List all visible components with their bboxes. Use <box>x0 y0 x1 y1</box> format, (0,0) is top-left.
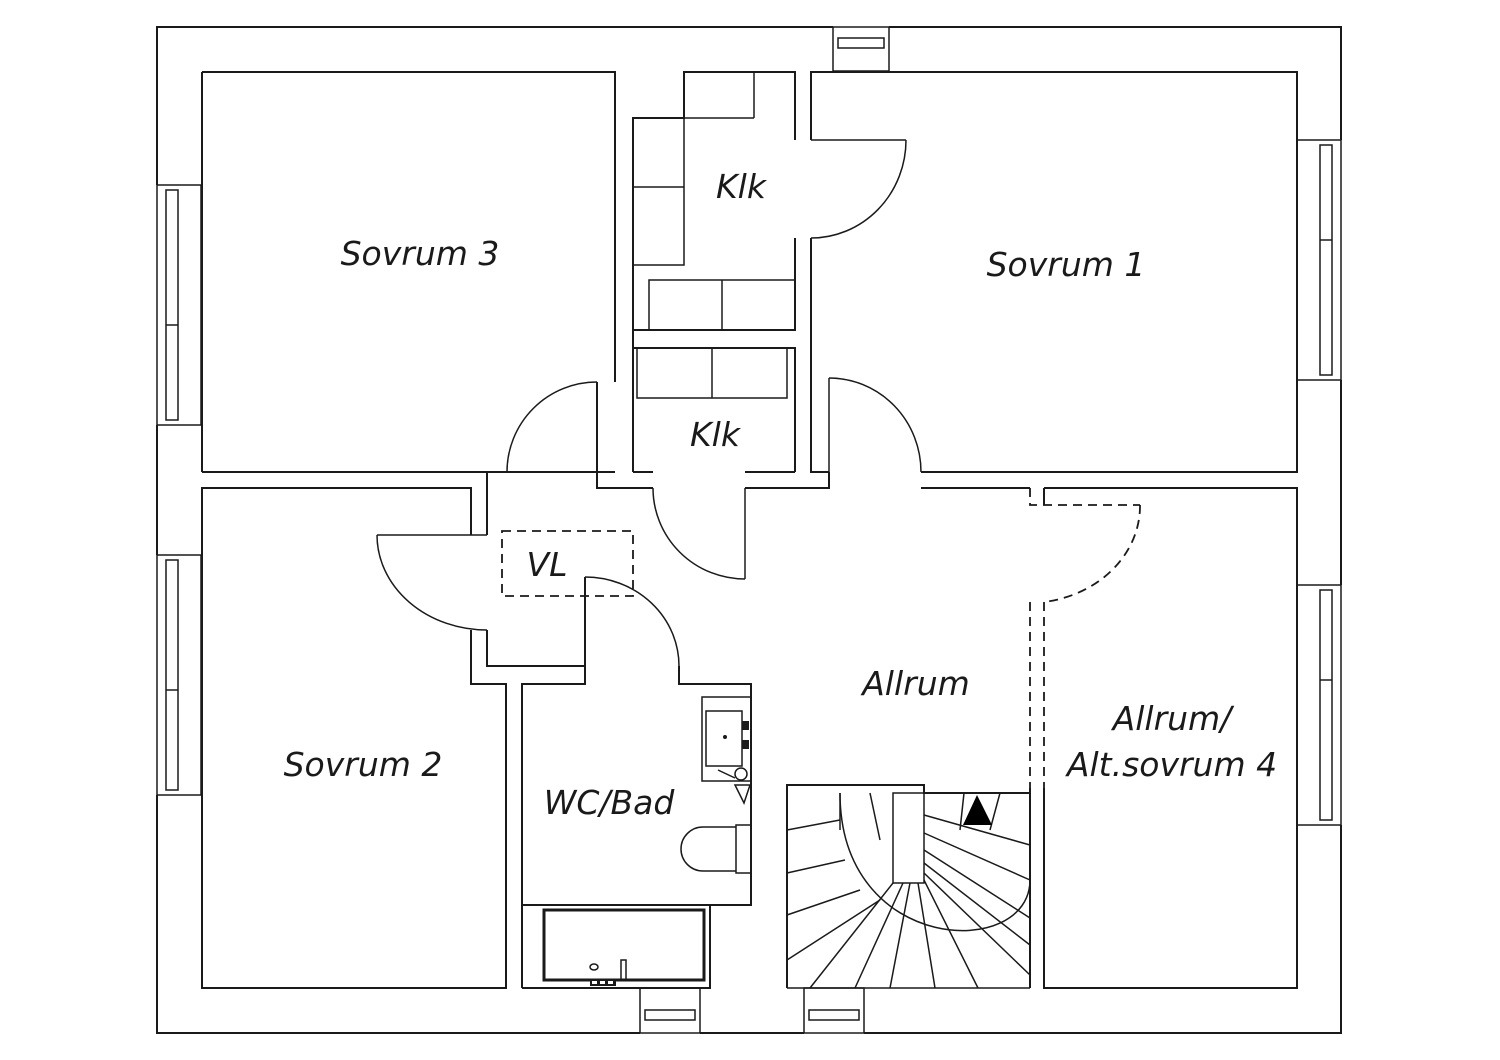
arrow-up-icon <box>963 795 992 825</box>
room-sovrum-3 <box>201 71 616 473</box>
window-bottom-bath <box>639 987 701 1038</box>
window-left-upper <box>152 184 202 426</box>
label-sovrum-1: Sovrum 1 <box>987 245 1146 284</box>
window-right-lower <box>1296 584 1347 826</box>
label-klk-lower: Klk <box>690 415 742 454</box>
room-sovrum-1 <box>810 71 1298 473</box>
staircase <box>786 784 1031 989</box>
toilet-icon <box>680 824 752 874</box>
door-wc-bad <box>584 576 680 667</box>
label-allrum-alt-line2: Alt.sovrum 4 <box>1065 745 1277 784</box>
hall-walls <box>486 471 1030 667</box>
label-sovrum-2: Sovrum 2 <box>284 745 443 784</box>
shower-head-icon <box>717 767 752 805</box>
outer-wall <box>156 26 1342 1034</box>
window-bottom-stair <box>803 987 865 1038</box>
room-sovrum-2 <box>201 487 507 989</box>
door-upper-klk <box>810 139 907 239</box>
room-allrum-alt-sovrum-4 <box>1029 487 1298 989</box>
bathtub-icon <box>542 908 706 986</box>
label-klk-upper: Klk <box>716 167 768 206</box>
sink-icon <box>701 696 752 782</box>
room-wc-bad <box>521 666 752 989</box>
door-sovrum-1 <box>828 377 922 473</box>
label-allrum-alt-line1: Allrum/ <box>1111 699 1236 738</box>
shelving-lower-klk <box>636 347 788 399</box>
window-right-upper <box>1296 139 1347 381</box>
window-left-lower <box>152 554 202 796</box>
label-allrum: Allrum <box>860 664 970 703</box>
vl-box <box>501 530 634 597</box>
door-sovrum-2 <box>376 534 488 631</box>
door-sovrum-3 <box>506 381 598 473</box>
window-top <box>832 22 890 72</box>
label-vl: VL <box>527 545 568 584</box>
closet-walls <box>632 71 796 473</box>
label-sovrum-3: Sovrum 3 <box>341 234 500 273</box>
label-wc-bad: WC/Bad <box>544 783 676 822</box>
shelving-upper-klk <box>633 72 796 331</box>
door-lower-klk <box>652 487 746 580</box>
